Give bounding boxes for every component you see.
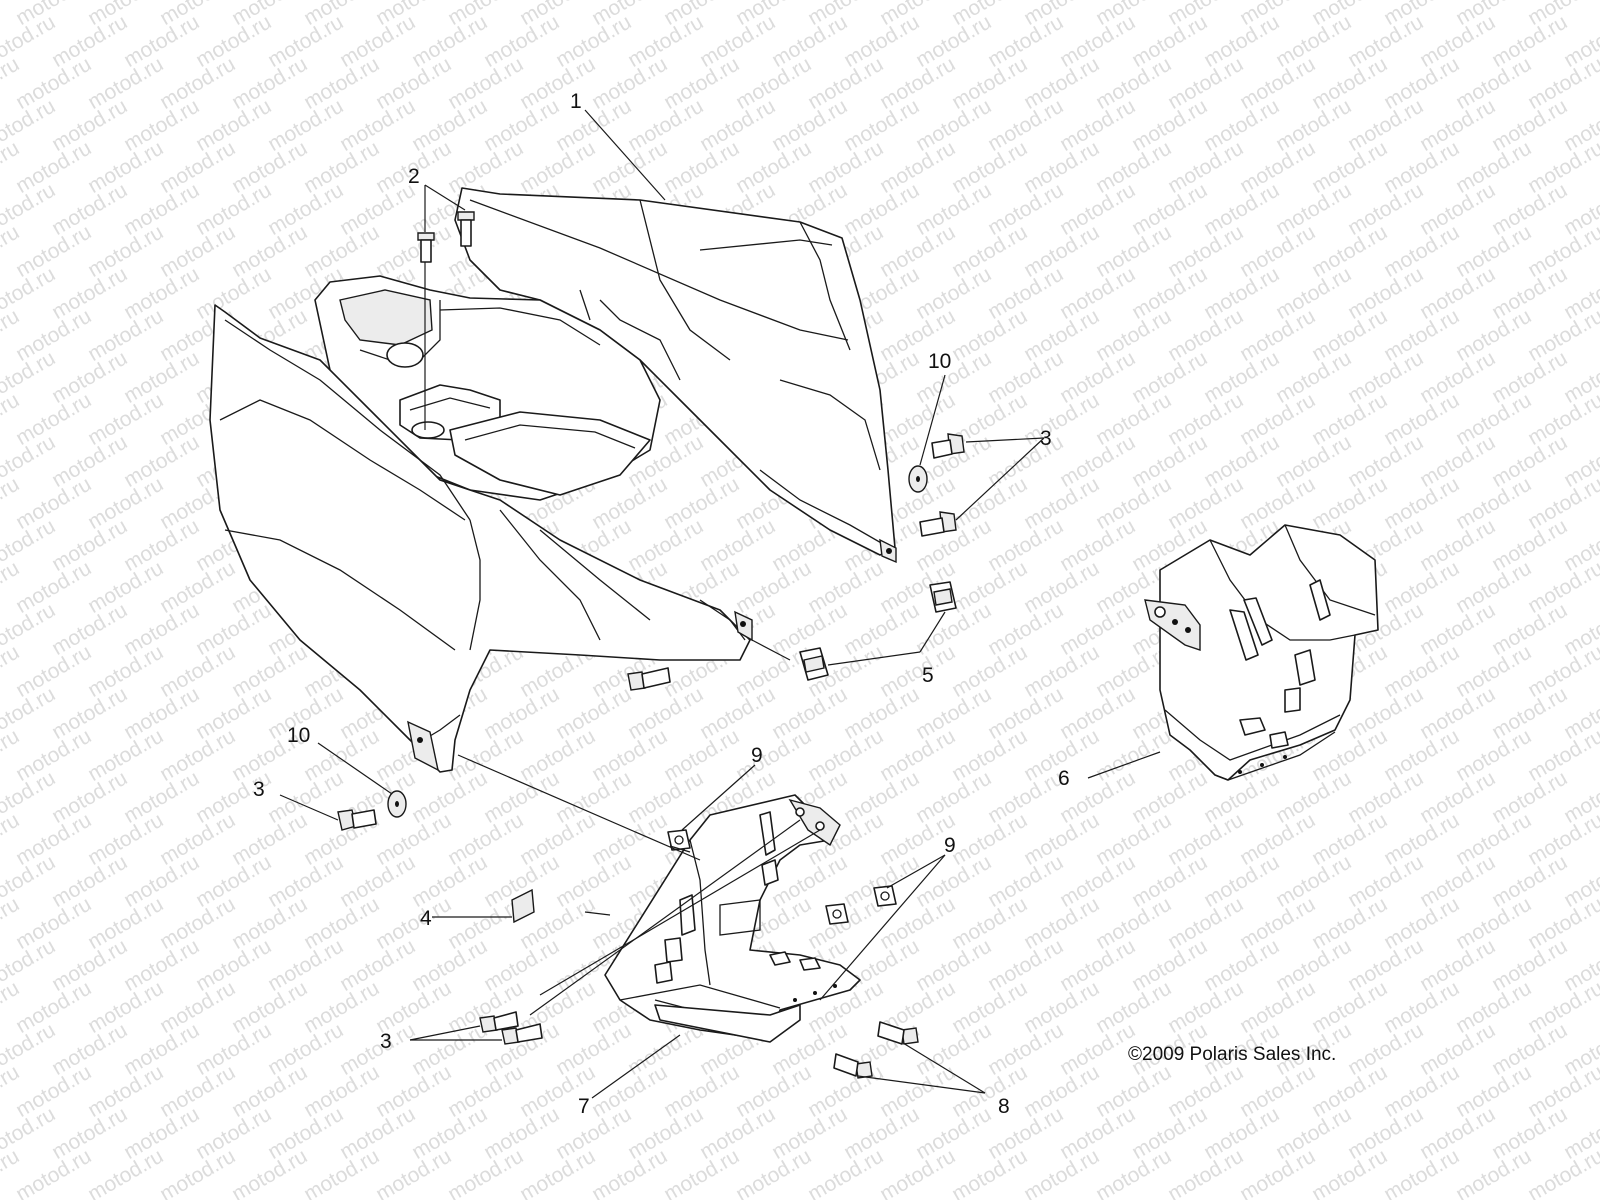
callout-8: 8 [998,1095,1010,1118]
washer-icon [387,465,928,818]
left-mud-guard-icon [604,794,861,1043]
screw-icon [417,211,475,263]
right-mud-guard-icon [1144,524,1379,781]
bolt-icon [919,433,965,537]
decal-icon [511,888,535,924]
callout-3: 3 [380,1030,392,1053]
callout-6: 6 [1058,767,1070,790]
callout-5: 5 [922,664,934,687]
callout-labels: 1 2 10 3 5 6 10 3 9 9 4 3 7 8 [253,90,1070,1118]
callout-10: 10 [928,350,951,373]
callout-2: 2 [408,165,420,188]
copyright-notice: ©2009 Polaris Sales Inc. [1128,1044,1336,1065]
nut-icon [667,829,897,925]
callout-1: 1 [570,90,582,113]
callout-9: 9 [944,834,956,857]
bolt-icon [479,1011,543,1045]
rear-fender-icon [209,187,897,773]
callout-10: 10 [287,724,310,747]
callout-3: 3 [253,778,265,801]
bolt-icon [833,1021,919,1079]
callout-3: 3 [1040,427,1052,450]
bolt-icon [627,667,671,691]
bolt-icon [337,809,377,831]
callout-7: 7 [578,1095,590,1118]
clip-nut-icon [799,581,957,681]
leader-lines [279,109,1161,1099]
callout-9: 9 [751,744,763,767]
callout-4: 4 [420,907,432,930]
